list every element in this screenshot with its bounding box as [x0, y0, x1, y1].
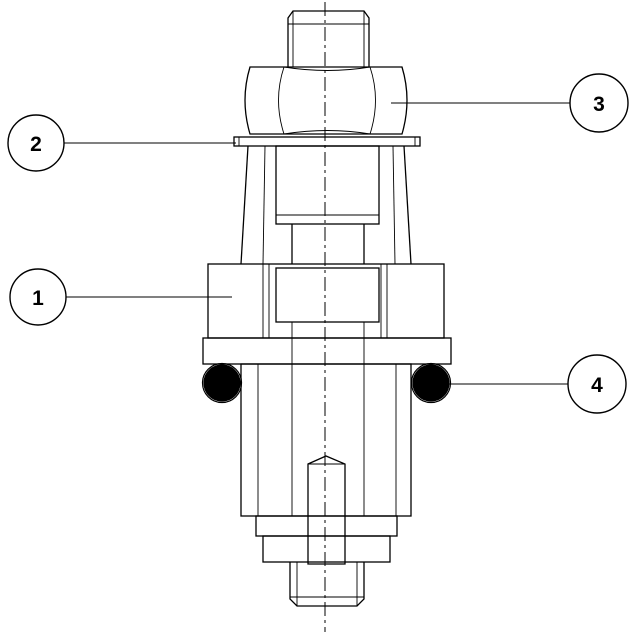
callout-4-label: 4 [591, 374, 603, 397]
tapered-body [240, 145, 412, 265]
callout-1: 1 [9, 268, 67, 326]
callout-1-label: 1 [32, 287, 44, 310]
base-plate [202, 337, 452, 365]
callout-4: 4 [567, 354, 627, 414]
stud-bottom [289, 562, 365, 607]
callout-3: 3 [569, 73, 629, 133]
callout-2: 2 [7, 114, 65, 172]
washer [233, 136, 421, 147]
lower-pin [307, 455, 346, 565]
leader-lines [64, 102, 570, 385]
flange-block [207, 263, 445, 339]
stud-top [287, 10, 370, 67]
callout-2-label: 2 [30, 133, 42, 156]
o-ring-left [201, 362, 243, 404]
hex-nut [244, 66, 408, 135]
callout-3-label: 3 [593, 93, 605, 116]
lower-body [240, 363, 412, 563]
o-ring-right [410, 362, 452, 404]
